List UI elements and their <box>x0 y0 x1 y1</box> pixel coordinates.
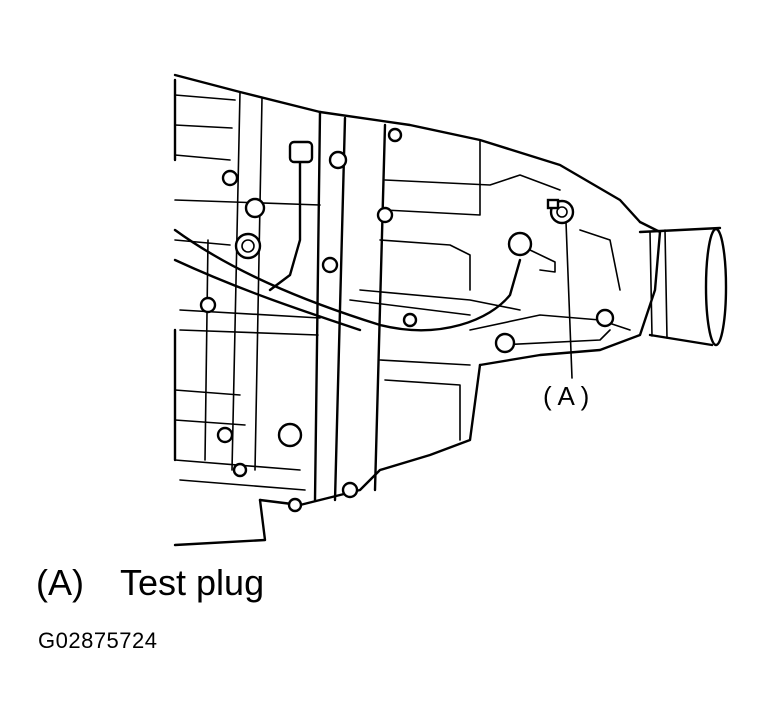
callout-leader-line <box>565 221 573 379</box>
wire-harness <box>173 140 556 332</box>
output-flange <box>638 226 728 347</box>
legend-text: Test plug <box>120 562 265 603</box>
bolts <box>199 127 615 513</box>
test-plug <box>546 198 575 225</box>
callout-label: ( A ) <box>543 381 589 411</box>
transmission-diagram: ( A ) <box>173 73 728 547</box>
legend: (A) Test plug <box>36 562 264 604</box>
legend-key: (A) <box>36 562 84 603</box>
transmission-case <box>173 73 662 547</box>
figure-id: G02875724 <box>38 628 158 653</box>
